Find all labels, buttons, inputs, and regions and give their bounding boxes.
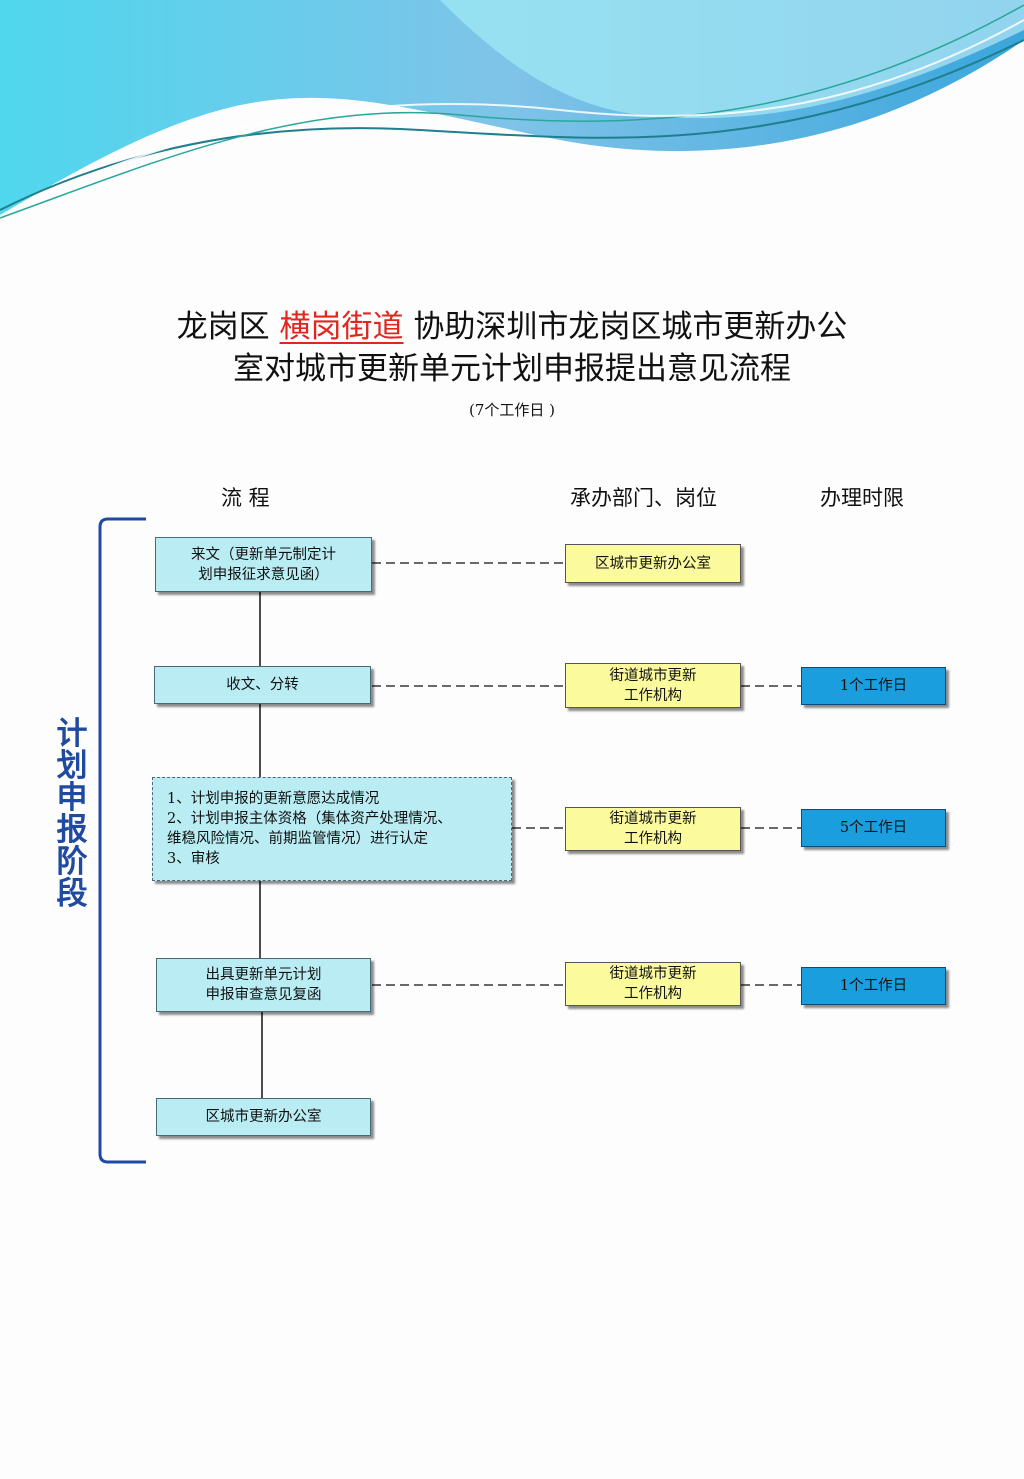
- department-box-4: 街道城市更新 工作机构: [565, 962, 741, 1006]
- dept4-line2: 工作机构: [624, 986, 682, 1002]
- step3-item1: 1、计划申报的更新意愿达成情况: [167, 791, 380, 807]
- page-title-line2: 室对城市更新单元计划申报提出意见流程: [233, 351, 791, 387]
- department-box-1: 区城市更新办公室: [565, 544, 741, 583]
- time-box-2: 1个工作日: [801, 667, 946, 705]
- process-box-review-items: 1、计划申报的更新意愿达成情况 2、计划申报主体资格（集体资产处理情况、 维稳风…: [152, 777, 512, 881]
- column-header-time-limit: 办理时限: [820, 486, 904, 510]
- step1-line1: 来文（更新单元制定计: [191, 546, 336, 563]
- step3-item3: 维稳风险情况、前期监管情况）进行认定: [167, 831, 428, 847]
- process-box-incoming-letter: 来文（更新单元制定计 划申报征求意见函）: [155, 537, 372, 592]
- process-box-receive-distribute: 收文、分转: [154, 666, 371, 704]
- dept3-line2: 工作机构: [624, 831, 682, 847]
- title-rest: 协助深圳市龙岗区城市更新办公: [413, 309, 848, 345]
- header-wave-decoration: [0, 0, 1024, 219]
- step3-item4: 3、审核: [167, 851, 220, 867]
- process-box-district-office: 区城市更新办公室: [156, 1098, 371, 1136]
- step4-line1: 出具更新单元计划: [205, 967, 322, 983]
- time-box-3: 5个工作日: [801, 809, 946, 847]
- step1-line2: 划申报征求意见函）: [198, 566, 329, 583]
- page-title-line1: 龙岗区 横岗街道 协助深圳市龙岗区城市更新办公: [0, 307, 1024, 347]
- stage-bracket: [98, 517, 146, 1164]
- dept2-line1: 街道城市更新: [609, 667, 697, 684]
- title-prefix: 龙岗区: [176, 309, 270, 345]
- dept4-line1: 街道城市更新: [609, 966, 697, 982]
- stage-label: 计划申报阶段: [56, 716, 88, 912]
- dept3-line1: 街道城市更新: [609, 811, 697, 827]
- step3-item2: 2、计划申报主体资格（集体资产处理情况、: [167, 811, 452, 827]
- title-highlight: 横岗街道: [279, 309, 404, 345]
- process-box-issue-reply: 出具更新单元计划 申报审查意见复函: [156, 958, 371, 1012]
- department-box-2: 街道城市更新 工作机构: [565, 663, 741, 708]
- column-header-department: 承办部门、岗位: [570, 486, 717, 510]
- dept2-line2: 工作机构: [624, 687, 682, 704]
- step4-line2: 申报审查意见复函: [205, 987, 322, 1003]
- department-box-3: 街道城市更新 工作机构: [565, 807, 741, 851]
- page-subtitle: (7个工作日 ): [468, 401, 556, 419]
- time-box-4: 1个工作日: [801, 967, 946, 1005]
- column-header-process: 流 程: [221, 486, 270, 510]
